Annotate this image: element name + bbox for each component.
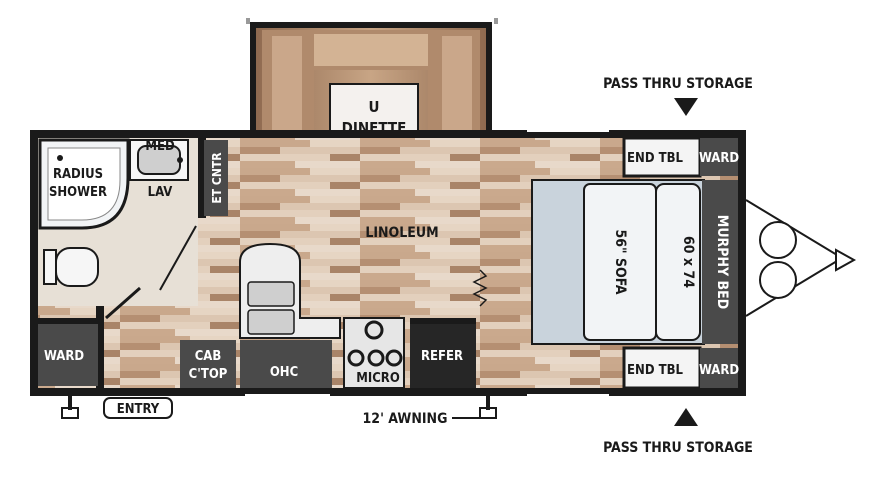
- ward-left-label: WARD: [44, 349, 84, 364]
- entry-step: [103, 397, 173, 419]
- sofa-back: [655, 183, 701, 341]
- cab-ctop-label-1: CAB: [195, 349, 222, 364]
- ward-top-right: [700, 138, 738, 176]
- sofa-label: 56" SOFA: [612, 230, 628, 295]
- bed-size-label: 60 x 74: [680, 236, 696, 288]
- murphy-bed: [702, 180, 738, 344]
- micro-label: MICRO: [356, 371, 400, 386]
- refer-label: REFER: [421, 349, 463, 364]
- burner-icon: [347, 320, 403, 367]
- linoleum-label: LINOLEUM: [365, 225, 438, 241]
- radius-shower-label-2: SHOWER: [49, 185, 107, 200]
- ward-bottom-right: [700, 348, 738, 388]
- radius-shower-label-1: RADIUS: [53, 167, 103, 182]
- arrow-down-icon: [674, 98, 698, 116]
- pass-thru-storage-bottom: PASS THRU STORAGE: [603, 440, 753, 456]
- ward-bottom-right-label: WARD: [699, 363, 739, 378]
- murphy-bed-label: MURPHY BED: [714, 215, 730, 309]
- end-tbl-bottom-label: END TBL: [627, 363, 683, 378]
- ohc: [240, 340, 332, 388]
- u-dinette-label-1: U: [369, 98, 380, 116]
- cab-ctop: [180, 340, 236, 388]
- et-cntr: [204, 140, 228, 216]
- bathroom: [38, 138, 198, 306]
- ohc-label: OHC: [270, 365, 298, 380]
- entry-label: ENTRY: [117, 402, 160, 417]
- pass-thru-storage-top: PASS THRU STORAGE: [603, 76, 753, 92]
- cab-ctop-label-2: C'TOP: [189, 367, 228, 382]
- ward-top-right-label: WARD: [699, 151, 739, 166]
- et-cntr-label: ET CNTR: [210, 152, 224, 204]
- double-sink-icon: [247, 281, 295, 335]
- end-tbl-top: [622, 136, 702, 178]
- stove: [343, 317, 405, 389]
- toilet-icon: [43, 247, 99, 287]
- hitch-wheel-icon: [745, 199, 857, 317]
- refer: [410, 318, 476, 388]
- arrow-up-icon: [674, 408, 698, 426]
- awning-label: 12' AWNING: [363, 411, 448, 427]
- lav-label: LAV: [148, 185, 173, 200]
- ward-left: [38, 322, 98, 386]
- med-label: MED: [145, 139, 175, 154]
- end-tbl-top-label: END TBL: [627, 151, 683, 166]
